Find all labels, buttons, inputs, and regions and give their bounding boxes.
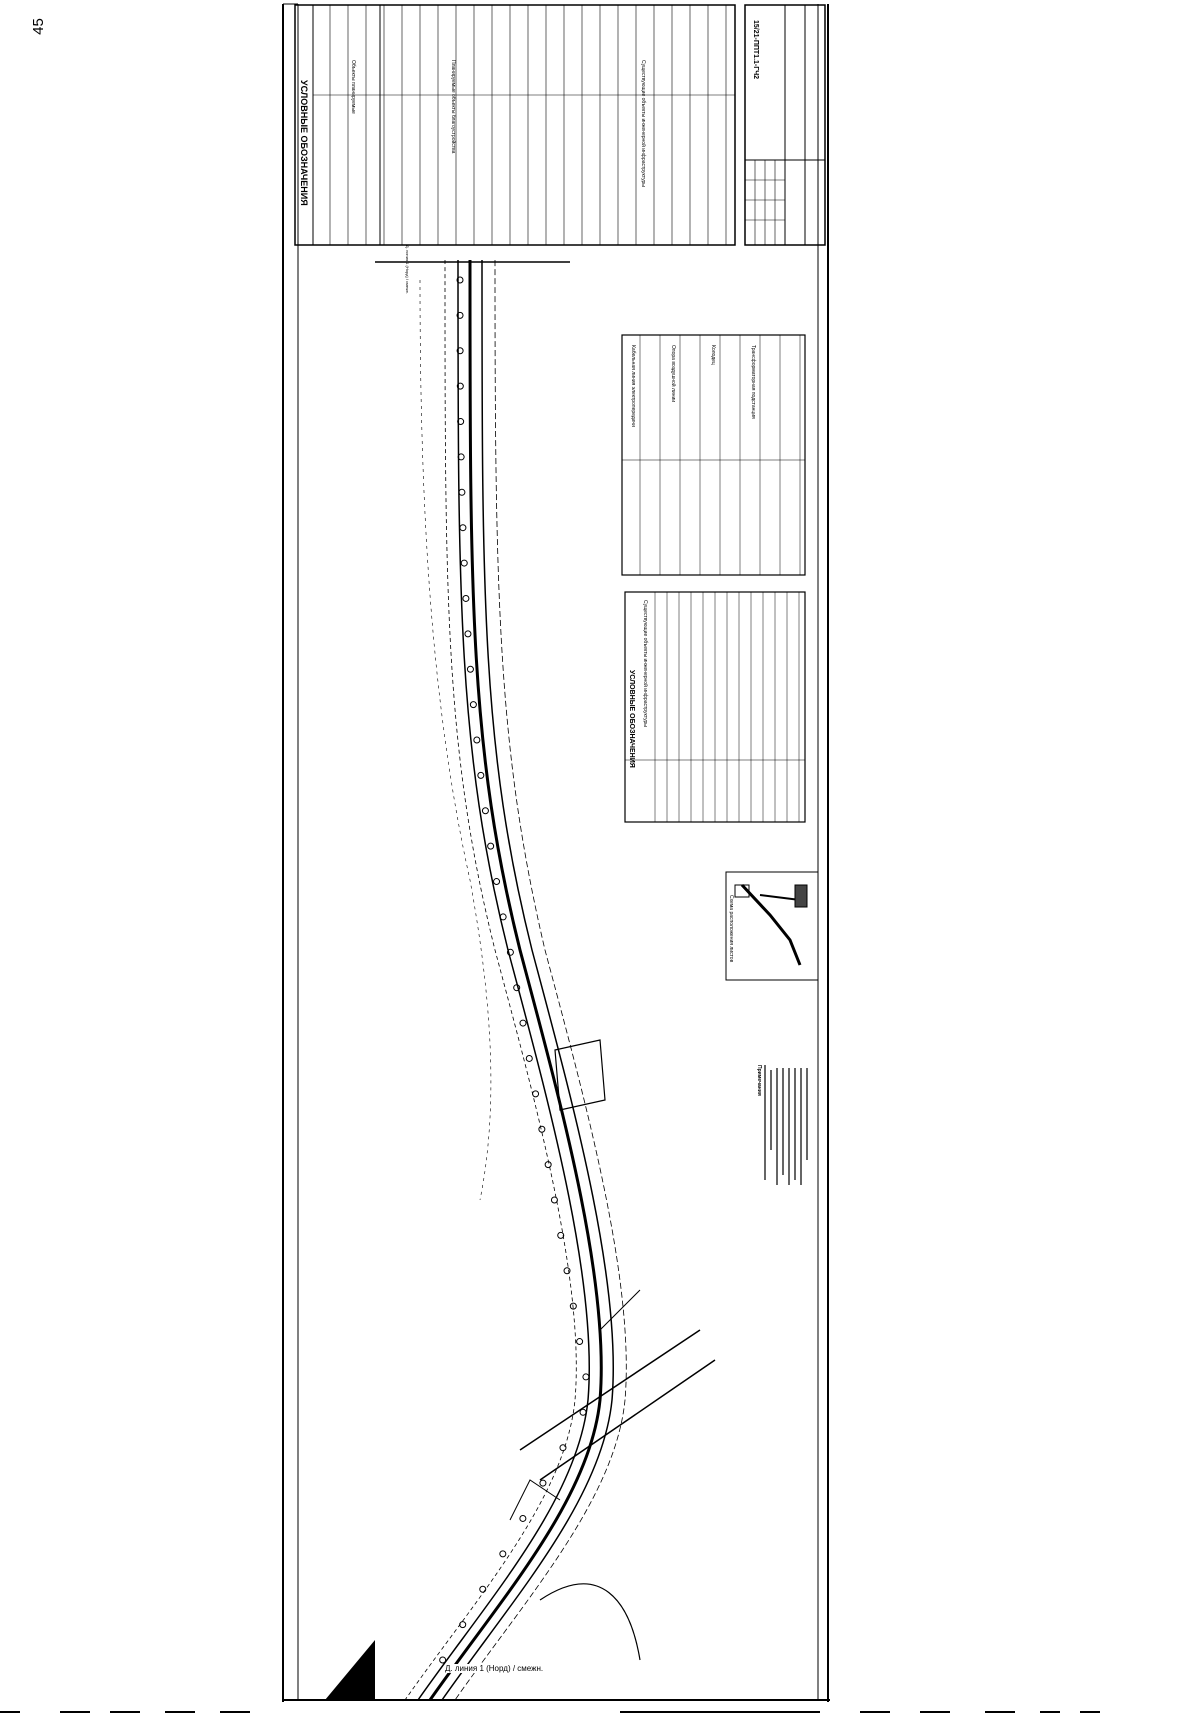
station-marker: [464, 630, 472, 638]
station-marker: [493, 878, 501, 886]
station-marker: [459, 1621, 467, 1629]
sheet-frame: [282, 3, 830, 1702]
station-marker: [456, 276, 464, 284]
station-marker: [532, 1090, 540, 1098]
station-marker: [525, 1054, 533, 1062]
match-line-bottom: Д. линия 1 (Норд) / смежн.: [445, 1664, 544, 1673]
legend-main-title: УСЛОВНЫЕ ОБОЗНАЧЕНИЯ: [299, 80, 309, 206]
station-marker: [456, 382, 464, 390]
station-marker: [579, 1408, 587, 1416]
station-marker: [479, 1585, 487, 1593]
station-marker: [499, 1550, 507, 1558]
legend-c1-row: Опора воздушной линии: [670, 345, 676, 403]
station-marker: [499, 913, 507, 921]
station-marker: [569, 1302, 577, 1310]
legend-table-center-1: [621, 334, 806, 576]
station-marker: [462, 594, 470, 602]
legend-c1-row: Трансформаторная подстанция: [750, 345, 756, 419]
legend-table-center-2: [624, 591, 806, 823]
legend-c1-row: Колодец: [710, 345, 716, 365]
station-marker: [459, 524, 467, 532]
station-marker: [544, 1161, 552, 1169]
station-marker: [576, 1338, 584, 1346]
station-marker: [481, 807, 489, 815]
legend-table-main: [294, 4, 736, 246]
station-marker: [582, 1373, 590, 1381]
station-marker: [456, 347, 464, 355]
station-marker: [457, 418, 465, 426]
station-marker: [457, 453, 465, 461]
legend-c2-title: УСЛОВНЫЕ ОБОЗНАЧЕНИЯ: [628, 670, 635, 768]
station-marker: [469, 701, 477, 709]
station-marker: [563, 1267, 571, 1275]
station-marker: [473, 736, 481, 744]
road-stations: [439, 276, 590, 1664]
station-marker: [538, 1125, 546, 1133]
road-alignment: [375, 259, 716, 1701]
station-marker: [439, 1656, 447, 1664]
legend-c1-row: Кабельная линия электропередачи: [630, 345, 636, 427]
north-triangle-mark: [325, 1640, 375, 1700]
match-line-top: Д. линия 1 (Норд) / смежн.: [405, 245, 410, 295]
station-marker: [519, 1514, 527, 1522]
station-marker: [539, 1479, 547, 1487]
station-marker: [557, 1231, 565, 1239]
legend-c2-subtitle: Существующие объекты инженерной инфрастр…: [642, 600, 648, 727]
station-marker: [487, 842, 495, 850]
station-marker: [458, 488, 466, 496]
title-block: [744, 4, 826, 246]
scheme-title: Схема расположения листов: [728, 895, 734, 963]
station-marker: [550, 1196, 558, 1204]
station-marker: [477, 771, 485, 779]
notes-block: [764, 1065, 808, 1185]
station-marker: [466, 665, 474, 673]
station-marker: [456, 311, 464, 319]
station-marker: [519, 1019, 527, 1027]
drawing-code: 15/21-ППТ1.1-ГЧ2: [752, 20, 759, 80]
legend-section-improvement: Планируемые объекты благоустройства: [450, 60, 456, 154]
notes-title: Примечания: [756, 1065, 762, 1096]
sheet-layout-scheme: [725, 871, 819, 981]
station-marker: [559, 1444, 567, 1452]
station-marker: [460, 559, 468, 567]
legend-section-planned: Объекты планируемые: [350, 60, 356, 114]
station-marker: [506, 948, 514, 956]
station-marker: [513, 984, 521, 992]
legend-section-existing: Существующие объекты инженерной инфрастр…: [640, 60, 646, 187]
